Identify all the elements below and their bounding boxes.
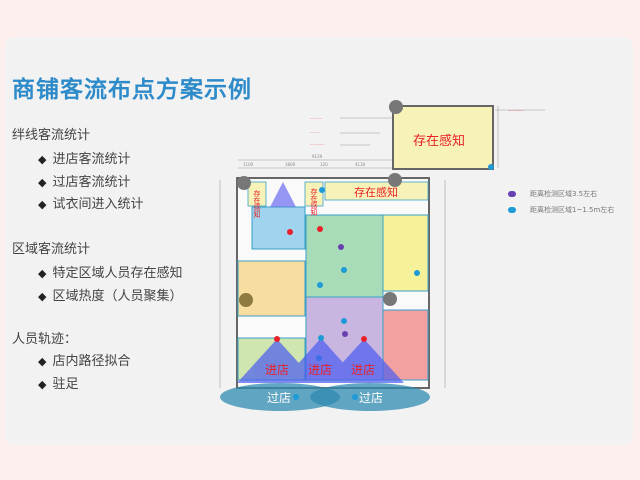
enter-label-1: 进店 xyxy=(265,363,289,377)
presence-label-left: 存在感知 xyxy=(253,189,261,219)
enter-label-2: 进店 xyxy=(308,363,332,377)
list-item: ◆区域热度（人员聚集） xyxy=(38,289,183,304)
section-heading-tripwire: 绊线客流统计 xyxy=(12,128,91,143)
dim-4: 4130 xyxy=(355,162,366,167)
list-item: ◆特定区域人员存在感知 xyxy=(38,266,183,281)
sensor-icon xyxy=(508,191,516,197)
entry-detection-area xyxy=(324,339,404,383)
svg-text:··············: ·············· xyxy=(508,109,524,113)
pass-detection-area-left xyxy=(220,383,340,411)
list-item: ◆试衣间进入统计 xyxy=(38,197,144,212)
presence-label-mid: 存在感知 xyxy=(310,187,318,217)
pass-label-left: 过店 xyxy=(267,391,291,405)
section-heading-trajectory: 人员轨迹： xyxy=(12,332,78,347)
dim-3: 120 xyxy=(320,162,328,167)
list-item: ◆店内路径拟合 xyxy=(38,354,131,369)
page-title: 商铺客流布点方案示例 xyxy=(12,77,252,103)
dimension-lines xyxy=(219,106,499,388)
fitting-room-left xyxy=(247,181,267,207)
list-item: ◆驻足 xyxy=(38,377,79,392)
list-item: ◆进店客流统计 xyxy=(38,152,131,167)
svg-text:···········: ··········· xyxy=(310,117,322,121)
presence-label-strip: 存在感知 xyxy=(354,185,398,199)
legend-item-short-range: 距离检测区域1~1.5m左右 xyxy=(508,205,614,215)
pass-label-right: 过店 xyxy=(359,391,383,405)
presence-strip xyxy=(324,181,429,201)
zone-yellow xyxy=(382,214,429,292)
enter-label-3: 进店 xyxy=(351,363,375,377)
zone-orange xyxy=(237,260,306,317)
list-item: ◆过店客流统计 xyxy=(38,175,131,190)
zone-blue xyxy=(251,206,306,250)
fitting-room-right xyxy=(304,181,324,207)
svg-text:·········: ········· xyxy=(310,131,320,135)
dim-1: 1100 xyxy=(243,162,254,167)
sensor-icon xyxy=(508,207,516,213)
presence-label-upper: 存在感知 xyxy=(413,133,465,149)
pass-detection-area-right xyxy=(310,383,430,411)
section-heading-region: 区域客流统计 xyxy=(12,242,91,257)
legend-item-long-range: 距离检测区域3.5左右 xyxy=(508,189,597,199)
svg-text:·············: ············· xyxy=(310,143,324,147)
dim-2: 3800 xyxy=(285,162,296,167)
upper-room xyxy=(392,105,494,170)
fitting-detection-area xyxy=(270,182,296,207)
dim-total: 9129 xyxy=(312,154,323,159)
